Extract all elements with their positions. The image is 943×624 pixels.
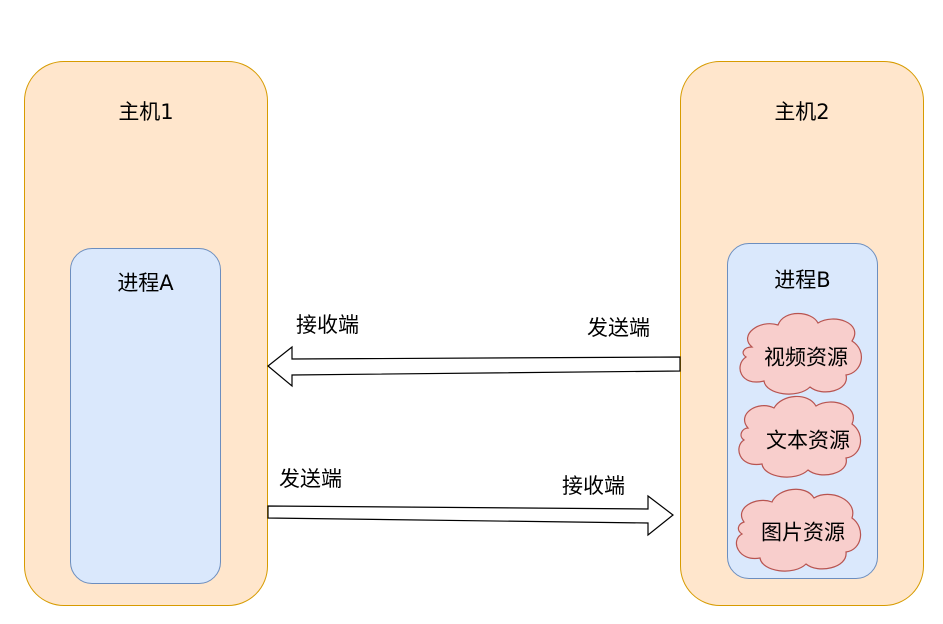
process-a-title: 进程A	[117, 271, 174, 295]
cloud-text-resource	[738, 395, 862, 478]
arrow-1-receiver-label: 接收端	[296, 313, 359, 337]
arrow-2-receiver-label: 接收端	[562, 474, 625, 498]
host-2-title: 主机2	[774, 100, 830, 124]
cloud-image-resource	[736, 488, 862, 572]
resource-label-text: 文本资源	[766, 428, 850, 453]
process-b-title: 进程B	[774, 268, 831, 292]
arrow-a-to-b	[267, 494, 674, 537]
host-1-title: 主机1	[118, 100, 174, 124]
cloud-video-resource	[739, 312, 862, 395]
process-a-box: 进程A	[70, 248, 221, 584]
arrow-2-sender-label: 发送端	[279, 467, 342, 491]
resource-label-video: 视频资源	[764, 345, 848, 370]
arrow-1-sender-label: 发送端	[587, 316, 650, 340]
arrow-b-to-a	[267, 345, 681, 388]
resource-label-image: 图片资源	[761, 520, 845, 545]
